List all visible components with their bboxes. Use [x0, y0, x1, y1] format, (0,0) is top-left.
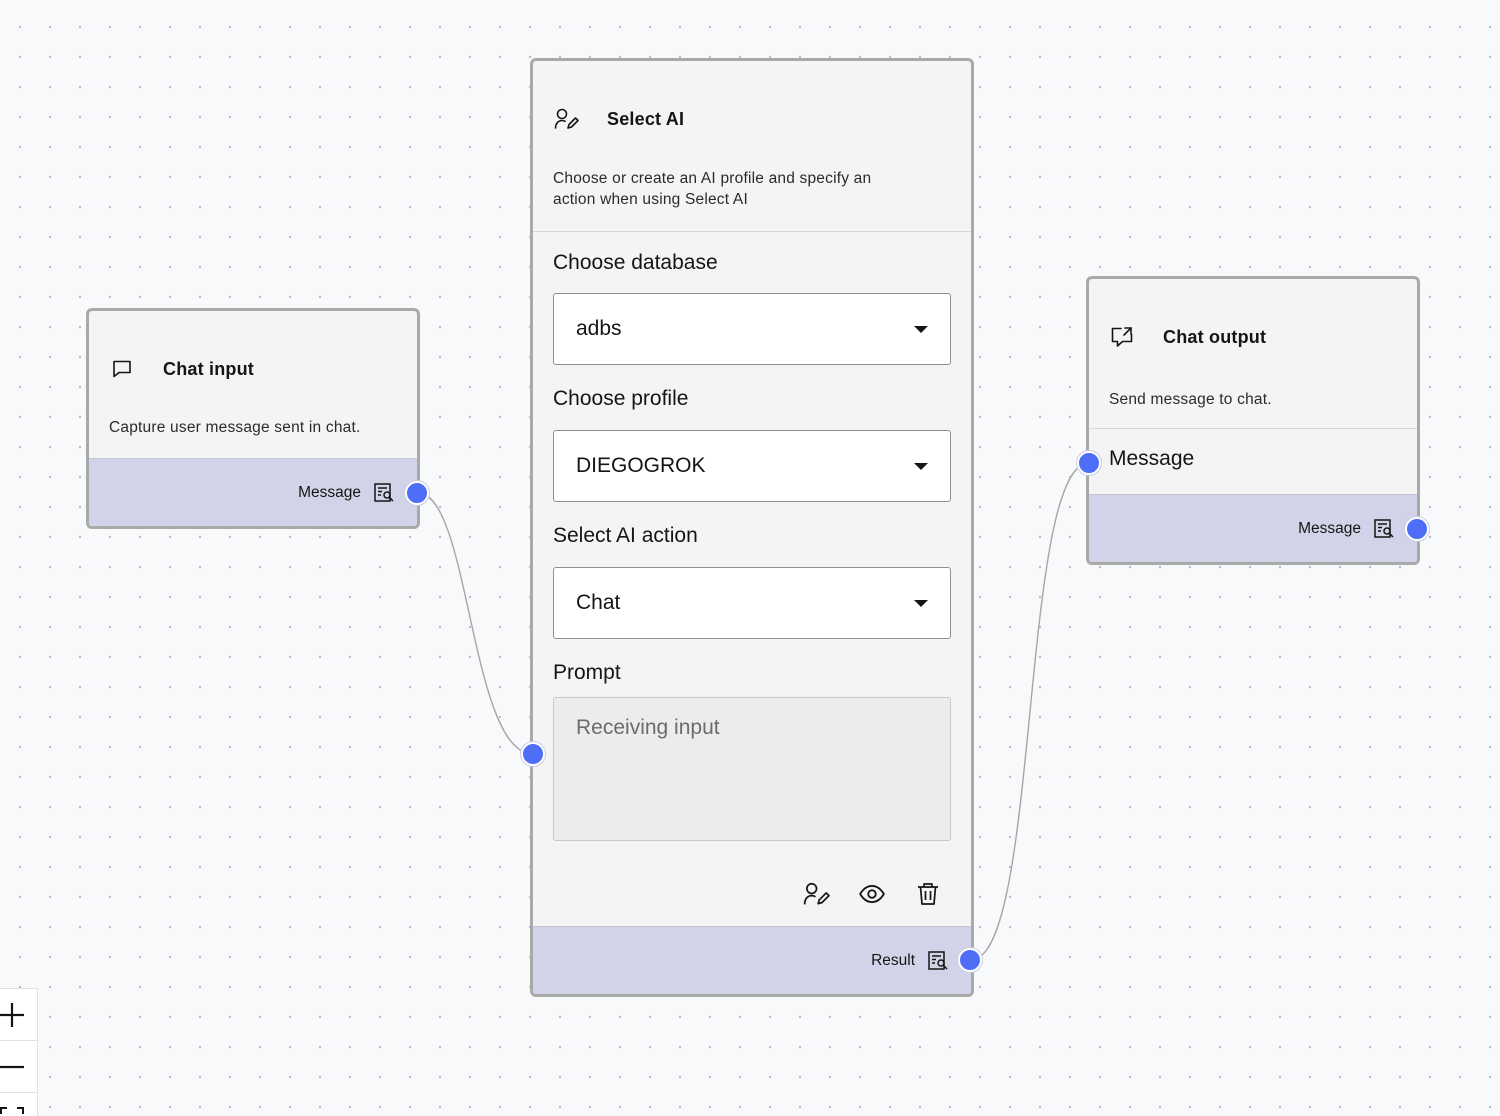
profile-label: Choose profile [553, 387, 689, 410]
divider [533, 231, 971, 232]
node-description: Capture user message sent in chat. [109, 419, 361, 436]
wire-chat-input-to-select-ai [417, 492, 534, 755]
node-actions [801, 879, 943, 909]
zoom-in-button[interactable] [0, 989, 37, 1041]
node-title: Select AI [607, 108, 685, 129]
output-data-icon[interactable] [373, 482, 395, 504]
select-ai-prompt-input-port[interactable] [521, 742, 545, 766]
zoom-controls [0, 988, 38, 1116]
chat-input-output-port[interactable] [405, 481, 429, 505]
chat-bubble-icon [109, 356, 135, 382]
output-label: Message [1298, 519, 1361, 537]
output-label: Result [871, 951, 915, 969]
chat-output-message-input-port[interactable] [1077, 451, 1101, 475]
zoom-out-button[interactable] [0, 1041, 37, 1093]
chevron-down-icon [914, 325, 928, 333]
prompt-label: Prompt [553, 661, 621, 684]
node-description: Send message to chat. [1109, 391, 1272, 408]
select-ai-node[interactable]: Select AI Choose or create an AI profile… [530, 58, 974, 997]
chat-output-message-output-port[interactable] [1405, 517, 1429, 541]
action-select-value: Chat [576, 591, 621, 614]
select-ai-result-output-port[interactable] [958, 948, 982, 972]
chevron-down-icon [914, 462, 928, 470]
input-label: Message [1109, 447, 1195, 470]
node-output-bar: Result [533, 926, 971, 994]
node-title: Chat output [1163, 326, 1267, 347]
chat-input-node[interactable]: Chat input Capture user message sent in … [86, 308, 420, 529]
node-output-bar: Message [89, 458, 417, 526]
profile-select[interactable]: DIEGOGROK [553, 430, 951, 502]
prompt-placeholder: Receiving input [576, 716, 720, 739]
ai-profile-icon [553, 106, 579, 132]
node-title: Chat input [163, 358, 254, 379]
chevron-down-icon [914, 599, 928, 607]
database-select-value: adbs [576, 317, 622, 340]
profile-select-value: DIEGOGROK [576, 454, 706, 477]
trash-icon[interactable] [913, 879, 943, 909]
fit-view-icon [0, 1107, 24, 1114]
prompt-input[interactable]: Receiving input [553, 697, 951, 841]
output-data-icon[interactable] [927, 950, 949, 972]
wire-select-ai-to-chat-output [970, 462, 1090, 961]
chat-output-node[interactable]: Chat output Send message to chat. Messag… [1086, 276, 1420, 565]
output-label: Message [298, 483, 361, 501]
zoom-in-icon [0, 1002, 24, 1027]
divider [1089, 428, 1417, 429]
database-select[interactable]: adbs [553, 293, 951, 365]
zoom-out-icon [0, 1065, 24, 1068]
database-label: Choose database [553, 251, 718, 274]
fit-view-button[interactable] [0, 1093, 37, 1116]
action-label: Select AI action [553, 524, 698, 547]
ai-profile-icon[interactable] [801, 879, 831, 909]
output-data-icon[interactable] [1373, 518, 1395, 540]
node-output-bar: Message [1089, 494, 1417, 562]
node-description: Choose or create an AI profile and speci… [553, 170, 872, 208]
eye-icon[interactable] [857, 879, 887, 909]
share-chat-icon [1109, 324, 1135, 350]
action-select[interactable]: Chat [553, 567, 951, 639]
